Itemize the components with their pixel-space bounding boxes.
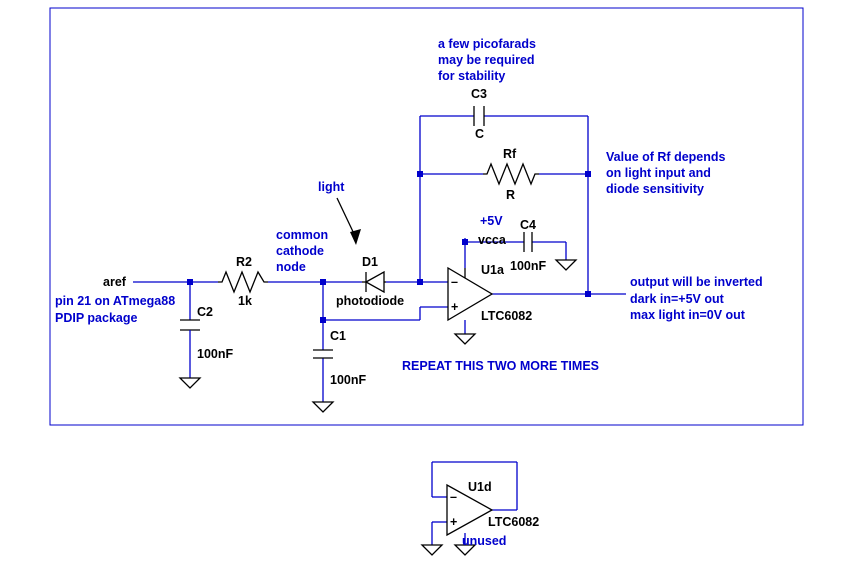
common-cathode-line2: cathode <box>276 244 324 258</box>
c2-ref: C2 <box>197 305 213 319</box>
vcca-label: vcca <box>478 233 507 247</box>
light-label: light <box>318 180 345 194</box>
rf-ref: Rf <box>503 147 517 161</box>
resistor-r2-symbol <box>218 270 268 294</box>
rf-note-line2: on light input and <box>606 166 711 180</box>
c1-value: 100nF <box>330 373 366 387</box>
opamp-u1a-symbol <box>447 266 494 322</box>
output-note-line1: output will be inverted <box>630 275 763 289</box>
c3-ref: C3 <box>471 87 487 101</box>
c1-ref: C1 <box>330 329 346 343</box>
u1a-minus-pin: – <box>451 275 458 289</box>
pin-note-line2: PDIP package <box>55 311 138 325</box>
stability-note-line1: a few picofarads <box>438 37 536 51</box>
u1d-ref: U1d <box>468 480 492 494</box>
pin-note-line1: pin 21 on ATmega88 <box>55 294 175 308</box>
r2-ref: R2 <box>236 255 252 269</box>
capacitor-c2-symbol <box>180 319 200 338</box>
ground-u1a-icon <box>453 333 477 345</box>
opamp-u1d-symbol <box>446 483 494 537</box>
rf-note-line3: diode sensitivity <box>606 182 704 196</box>
r2-value: 1k <box>238 294 252 308</box>
c4-ref: C4 <box>520 218 536 232</box>
stability-note-line3: for stability <box>438 69 505 83</box>
c3-value: C <box>475 127 484 141</box>
d1-value: photodiode <box>336 294 404 308</box>
common-cathode-line3: node <box>276 260 306 274</box>
stability-note-line2: may be required <box>438 53 535 67</box>
supply-label: +5V <box>480 214 503 228</box>
unused-label: unused <box>462 534 506 548</box>
c2-value: 100nF <box>197 347 233 361</box>
resistor-rf-symbol <box>483 162 539 186</box>
u1d-minus-pin: – <box>450 490 457 504</box>
rf-note-line1: Value of Rf depends <box>606 150 726 164</box>
wires <box>133 115 626 545</box>
capacitor-c3-symbol <box>473 106 485 126</box>
ground-u1d-icon <box>420 544 444 556</box>
sheet-border <box>49 7 804 426</box>
aref-label: aref <box>103 275 127 289</box>
ground-c2-icon <box>178 377 202 389</box>
c4-value: 100nF <box>510 259 546 273</box>
capacitor-c1-symbol <box>313 349 333 359</box>
rf-value: R <box>506 188 515 202</box>
output-note-line2: dark in=+5V out <box>630 292 725 306</box>
u1a-plus-pin: + <box>451 300 458 314</box>
common-cathode-line1: common <box>276 228 328 242</box>
junction-dots <box>187 171 591 323</box>
u1a-ref: U1a <box>481 263 505 277</box>
d1-ref: D1 <box>362 255 378 269</box>
u1a-value: LTC6082 <box>481 309 532 323</box>
ground-c1-icon <box>311 401 335 413</box>
output-note-line3: max light in=0V out <box>630 308 746 322</box>
ground-c4-icon <box>554 259 578 271</box>
photodiode-d1-symbol <box>362 270 386 294</box>
ground-u1d-supply-icon <box>453 544 477 556</box>
u1d-plus-pin: + <box>450 515 457 529</box>
light-arrow-icon <box>336 197 361 245</box>
repeat-note: REPEAT THIS TWO MORE TIMES <box>402 359 599 373</box>
capacitor-c4-symbol <box>523 232 533 252</box>
u1d-value: LTC6082 <box>488 515 539 529</box>
